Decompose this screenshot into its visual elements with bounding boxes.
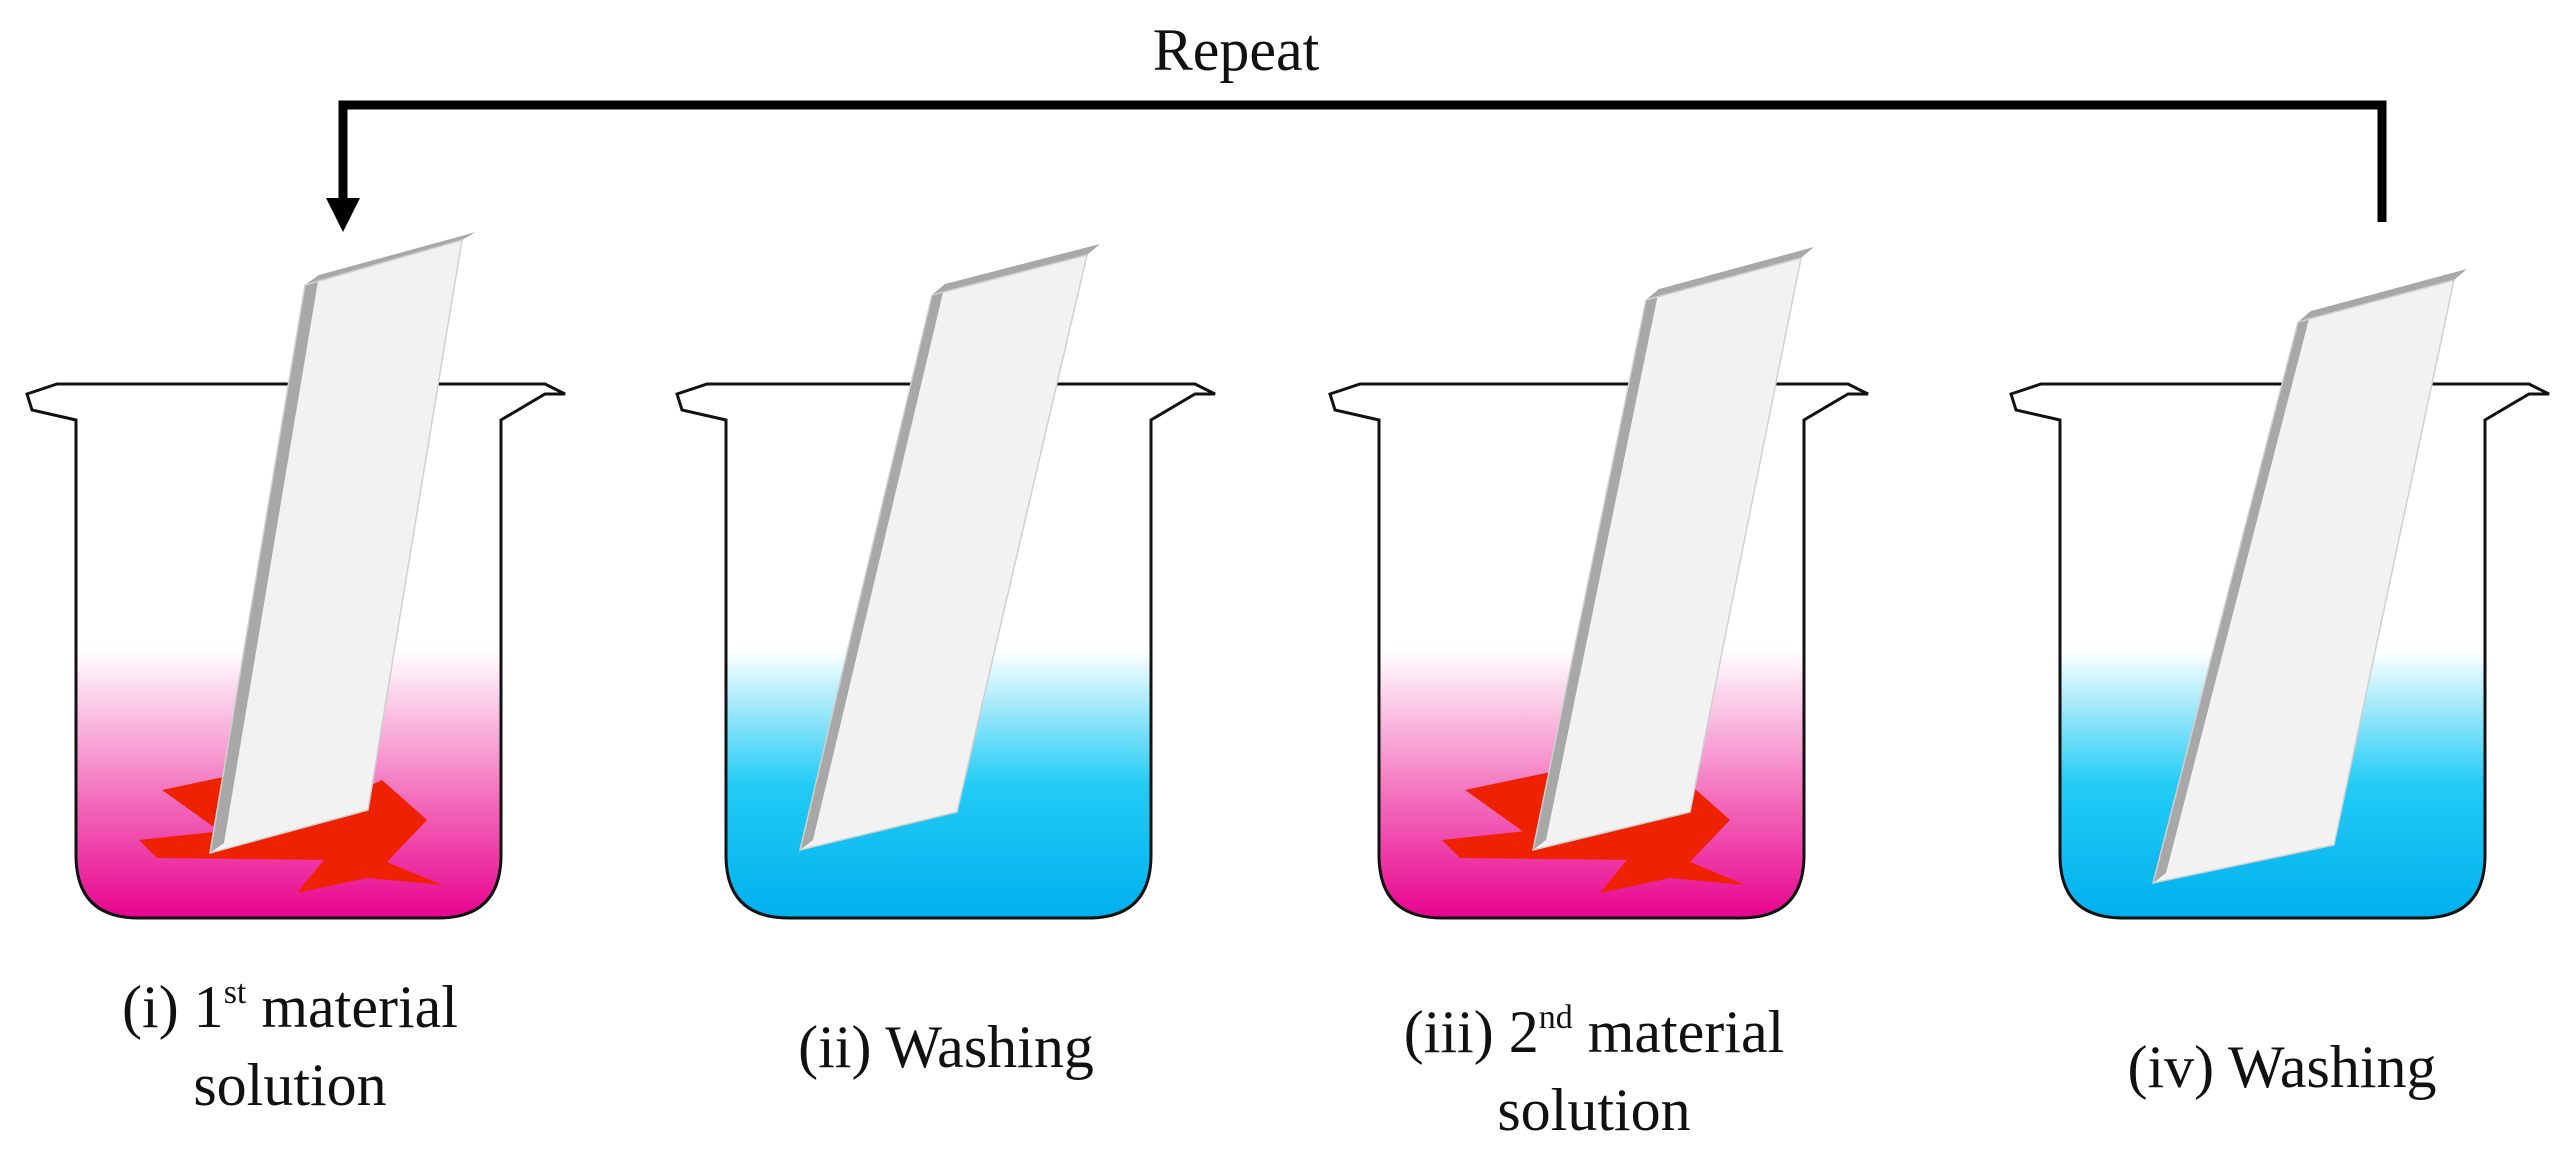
slide-2 [798,244,1100,852]
beaker-1 [25,382,566,920]
step-1-label: (i) 1st material [122,974,458,1040]
repeat-label: Repeat [1153,17,1320,83]
step-3-label-rest: material [1573,999,1785,1065]
step-4 [2009,269,2550,920]
step-2 [675,244,1216,920]
step-3-label-line2: solution [1497,1077,1690,1143]
step-1-label-number: (i) 1 [122,974,224,1040]
step-2-label: (ii) Washing [798,1014,1094,1080]
beaker-2 [675,382,1216,920]
slide-1 [209,232,476,855]
slide-4 [2151,269,2467,884]
step-4-label: (iv) Washing [2127,1034,2436,1100]
step-1 [25,232,566,920]
repeat-arrowhead-icon [326,198,360,232]
slide-3 [1532,247,1814,852]
step-3 [1328,247,1869,920]
repeat-arrow-line [338,100,2387,222]
repeat-arrow [326,100,2387,232]
step-3-label: (iii) 2nd material [1404,999,1785,1065]
step-1-label-sup: st [224,974,247,1011]
step-3-label-sup: nd [1539,999,1573,1036]
beaker-4 [2009,382,2550,920]
step-3-label-number: (iii) 2 [1404,999,1539,1065]
beaker-3 [1328,382,1869,920]
step-1-label-rest: material [246,974,458,1040]
step-1-label-line2: solution [193,1052,386,1118]
